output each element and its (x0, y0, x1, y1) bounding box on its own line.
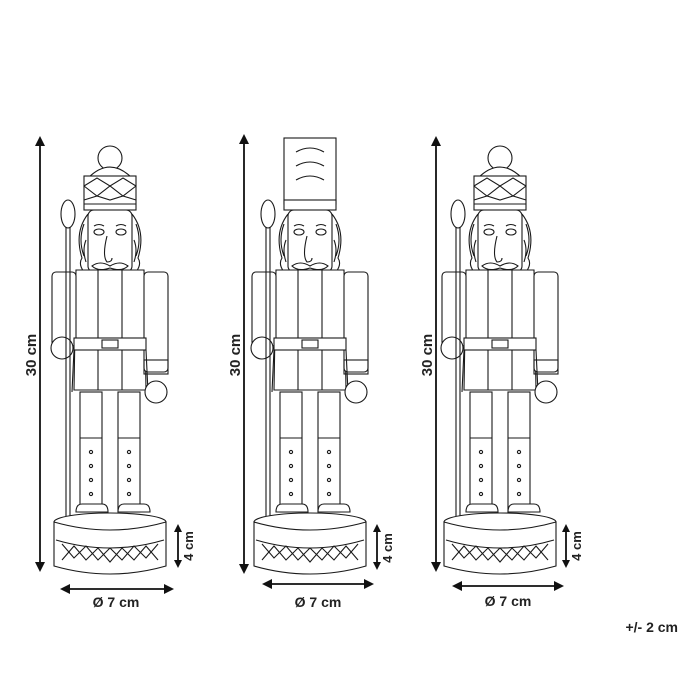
diameter-label-middle: Ø 7 cm (295, 594, 342, 610)
diameter-label-right: Ø 7 cm (485, 593, 532, 609)
nutcracker-figure-right (440, 145, 559, 575)
height-dimension-left: 30 cm (23, 136, 45, 572)
tolerance-note: +/- 2 cm (625, 619, 678, 635)
diameter-dimension-left: Ø 7 cm (60, 584, 174, 610)
height-dimension-right: 30 cm (419, 136, 441, 572)
base-height-dimension-right: 4 cm (562, 524, 584, 568)
height-label-middle: 30 cm (227, 334, 244, 377)
base-height-label-left: 4 cm (181, 531, 196, 561)
height-label-left: 30 cm (23, 334, 40, 377)
diameter-dimension-right: Ø 7 cm (452, 581, 564, 609)
base-height-label-right: 4 cm (569, 531, 584, 561)
base-height-dimension-middle: 4 cm (373, 524, 395, 570)
base-height-label-middle: 4 cm (380, 533, 395, 563)
height-label-right: 30 cm (419, 334, 436, 377)
base-height-dimension-left: 4 cm (174, 524, 196, 568)
diameter-dimension-middle: Ø 7 cm (262, 579, 374, 610)
nutcracker-figure-left (50, 145, 169, 575)
nutcracker-figure-middle (250, 137, 369, 575)
diameter-label-left: Ø 7 cm (93, 594, 140, 610)
height-dimension-middle: 30 cm (227, 134, 249, 574)
